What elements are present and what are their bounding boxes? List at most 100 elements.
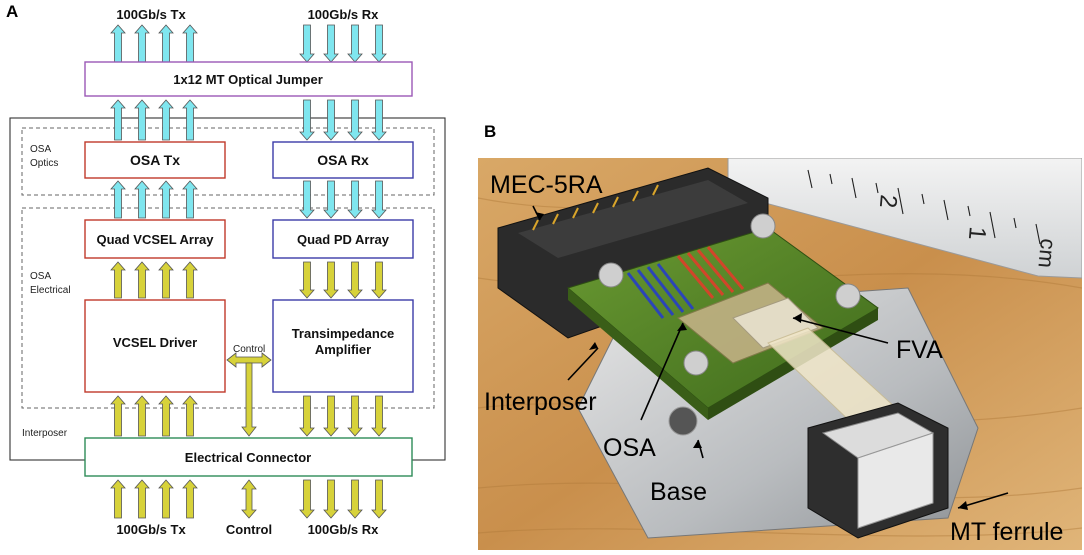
arrowhead-osa bbox=[677, 323, 687, 331]
control-bottom-arrow bbox=[241, 479, 257, 519]
optical-arrow-tx-out bbox=[158, 24, 174, 63]
optical-arrow-tx-jumper bbox=[134, 99, 150, 141]
osa-rx-label: OSA Rx bbox=[317, 152, 369, 168]
electrical-arrow-tx-driver bbox=[158, 261, 174, 299]
optical-arrow-rx-jumper bbox=[299, 99, 315, 141]
electrical-arrow-tx-driver bbox=[110, 261, 126, 299]
electrical-arrow-rx-connector bbox=[347, 395, 363, 437]
electrical-arrow-rx-out bbox=[347, 479, 363, 519]
arrowhead-interposer bbox=[589, 342, 598, 350]
arrowhead-fva bbox=[793, 313, 802, 323]
pd-array-label: Quad PD Array bbox=[297, 232, 390, 247]
optical-arrow-rx-jumper bbox=[323, 99, 339, 141]
vcsel-driver-box bbox=[84, 299, 226, 393]
electrical-arrow-tx-connector bbox=[182, 395, 198, 437]
electrical-arrow-tx-in bbox=[182, 479, 198, 519]
mec-pins bbox=[532, 184, 659, 231]
optical-arrow-tx-out bbox=[134, 24, 150, 63]
ruler-ticks bbox=[807, 169, 1041, 245]
optical-arrow-tx-out bbox=[182, 24, 198, 63]
module-photo: 2 1 cm bbox=[478, 158, 1082, 550]
optical-arrow-rx-in bbox=[299, 24, 315, 63]
electrical-arrow-tx-driver bbox=[182, 261, 198, 299]
optical-arrow-tx-osa bbox=[134, 180, 150, 219]
jumper-box bbox=[84, 61, 413, 97]
electrical-arrow-tx-connector bbox=[110, 395, 126, 437]
osa-optics-label-2: Optics bbox=[30, 158, 58, 169]
vcsel-array-box bbox=[84, 219, 226, 259]
top-tx-label: 100Gb/s Tx bbox=[116, 7, 186, 22]
electrical-arrow-tx-in bbox=[158, 479, 174, 519]
electrical-arrow-rx-tia bbox=[371, 261, 387, 299]
electrical-arrow-tx-connector bbox=[158, 395, 174, 437]
bottom-rx-label: 100Gb/s Rx bbox=[308, 522, 380, 537]
blue-traces bbox=[626, 263, 695, 319]
interposer-edge bbox=[568, 288, 708, 420]
block-diagram: .lbl { font-family: "Liberation Sans", s… bbox=[9, 7, 446, 537]
label-fva: FVA bbox=[896, 336, 943, 364]
vcsel-array-label: Quad VCSEL Array bbox=[96, 232, 214, 247]
electrical-arrow-rx-connector bbox=[371, 395, 387, 437]
electrical-arrow-tx-connector bbox=[134, 395, 150, 437]
top-rx-label: 100Gb/s Rx bbox=[308, 7, 380, 22]
optical-arrow-rx-jumper bbox=[347, 99, 363, 141]
ruler-number-1: 1 bbox=[963, 225, 991, 241]
panel-letter-b: B bbox=[484, 122, 497, 141]
bottom-tx-label: 100Gb/s Tx bbox=[116, 522, 186, 537]
optical-arrow-tx-out bbox=[110, 24, 126, 63]
bottom-control-label: Control bbox=[226, 522, 272, 537]
control-vertical-arrow bbox=[241, 362, 257, 437]
connector-box bbox=[84, 437, 413, 477]
connector-label: Electrical Connector bbox=[185, 450, 311, 465]
optical-arrow-rx-osa bbox=[347, 180, 363, 219]
control-horizontal-arrow bbox=[226, 352, 272, 368]
electrical-arrow-rx-out bbox=[299, 479, 315, 519]
osa-electrical-outline bbox=[21, 207, 435, 409]
osa-optics-label-1: OSA bbox=[30, 144, 51, 155]
osa-tx-label: OSA Tx bbox=[130, 152, 180, 168]
arrowhead-mec bbox=[535, 212, 544, 220]
electrical-arrow-tx-driver bbox=[134, 261, 150, 299]
jumper-label: 1x12 MT Optical Jumper bbox=[173, 72, 323, 87]
interposer-label: Interposer bbox=[22, 428, 68, 439]
label-mt-ferrule: MT ferrule bbox=[950, 518, 1063, 546]
optical-arrow-rx-in bbox=[371, 24, 387, 63]
optical-arrow-rx-osa bbox=[299, 180, 315, 219]
electrical-arrow-rx-out bbox=[323, 479, 339, 519]
label-interposer: Interposer bbox=[484, 388, 597, 416]
electrical-arrow-rx-tia bbox=[347, 261, 363, 299]
osa-optics-outline bbox=[21, 127, 435, 196]
label-osa: OSA bbox=[603, 434, 656, 462]
arrowhead-mt bbox=[958, 501, 968, 510]
tia-label-1: Transimpedance bbox=[292, 326, 395, 341]
red-traces bbox=[676, 246, 745, 299]
osa-electrical-label-1: OSA bbox=[30, 271, 51, 282]
optical-arrow-rx-osa bbox=[371, 180, 387, 219]
label-mec: MEC-5RA bbox=[490, 171, 603, 199]
ruler-unit-cm: cm bbox=[1033, 238, 1060, 269]
optical-arrow-rx-osa bbox=[323, 180, 339, 219]
optical-arrow-tx-osa bbox=[158, 180, 174, 219]
electrical-arrow-rx-tia bbox=[323, 261, 339, 299]
optical-arrow-tx-osa bbox=[182, 180, 198, 219]
osa-tx-box bbox=[84, 141, 226, 179]
optical-arrow-tx-jumper bbox=[158, 99, 174, 141]
optical-arrow-tx-jumper bbox=[110, 99, 126, 141]
optical-arrow-tx-osa bbox=[110, 180, 126, 219]
electrical-arrow-rx-connector bbox=[323, 395, 339, 437]
electrical-arrow-tx-in bbox=[134, 479, 150, 519]
optical-arrow-rx-jumper bbox=[371, 99, 387, 141]
arrowhead-base bbox=[693, 440, 702, 448]
tia-label-2: Amplifier bbox=[315, 342, 371, 357]
panel-letter-a: A bbox=[6, 2, 19, 21]
base-hole-1 bbox=[668, 406, 698, 436]
mec-top bbox=[518, 180, 748, 258]
electrical-arrow-tx-in bbox=[110, 479, 126, 519]
optical-arrow-rx-in bbox=[323, 24, 339, 63]
tia-box bbox=[272, 299, 414, 393]
label-base: Base bbox=[650, 478, 707, 506]
osa-rx-box bbox=[272, 141, 414, 179]
osa-electrical-label-2: Electrical bbox=[30, 285, 71, 296]
optical-arrow-tx-jumper bbox=[182, 99, 198, 141]
vcsel-driver-label: VCSEL Driver bbox=[113, 335, 197, 350]
